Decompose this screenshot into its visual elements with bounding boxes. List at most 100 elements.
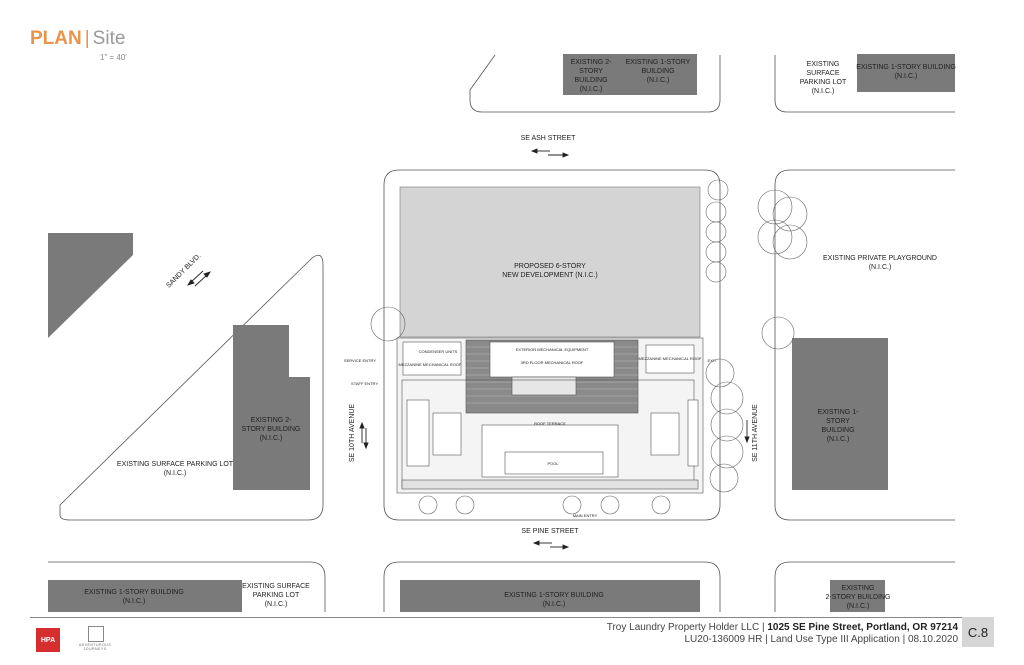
label-swpark-2: PARKING LOT xyxy=(253,592,300,599)
label-proposed-1: PROPOSED 6-STORY xyxy=(514,263,586,270)
drawing-shape xyxy=(650,412,680,456)
label-swpark-3: (N.I.C.) xyxy=(265,601,288,608)
building-icon xyxy=(88,626,104,642)
lbl-mezz-roof-e: MEZZANINE MECHANICAL ROOF xyxy=(639,356,703,361)
sheet-number: C.8 xyxy=(962,617,994,647)
label-n2-2: STORY xyxy=(579,68,603,75)
drawing-shape xyxy=(530,148,538,154)
label-n1-2: BUILDING xyxy=(641,68,674,75)
label-n2-1: EXISTING 2- xyxy=(571,59,613,66)
hpa-logo: HPA xyxy=(36,628,60,652)
building-e-1story xyxy=(792,338,888,490)
drawing-shape xyxy=(645,344,695,374)
label-sw1-2: (N.I.C.) xyxy=(123,598,146,605)
lbl-ext-mech: EXTERIOR MECHANICAL EQUIPMENT xyxy=(516,347,589,352)
label-swpark-1: EXISTING SURFACE xyxy=(242,583,310,590)
south-block-outline xyxy=(383,561,721,612)
drawing-shape xyxy=(710,408,744,442)
label-playground-1: EXISTING PRIVATE PLAYGROUND xyxy=(823,255,937,262)
drawing-shape xyxy=(772,224,808,260)
drawing-shape xyxy=(600,495,620,515)
label-ne1-1: EXISTING 1-STORY BUILDING xyxy=(856,64,956,71)
footer-owner: Troy Laundry Property Holder LLC | xyxy=(606,622,765,633)
lbl-main-entry: MAIN ENTRY xyxy=(573,513,598,518)
drawing-shape xyxy=(761,316,795,350)
north-block-outline xyxy=(469,54,721,113)
label-n1-1: EXISTING 1-STORY xyxy=(626,59,691,66)
drawing-shape xyxy=(705,241,727,263)
plan-title: PLAN|Site xyxy=(30,28,125,50)
drawing-shape xyxy=(203,271,212,278)
label-w2-3: (N.I.C.) xyxy=(260,435,283,442)
footer-rule xyxy=(30,617,965,618)
proposed-development xyxy=(399,186,701,338)
drawing-shape xyxy=(710,435,744,469)
drawing-shape xyxy=(772,196,808,232)
building-n-1story xyxy=(619,54,697,95)
drawing-shape xyxy=(363,442,369,450)
label-wpark-2: (N.I.C.) xyxy=(164,470,187,477)
street-ash: SE ASH STREET xyxy=(521,135,577,142)
lbl-exit: EXIT xyxy=(708,358,717,363)
title-separator: | xyxy=(84,28,90,49)
label-nepark-2: SURFACE xyxy=(806,70,839,77)
building-ne-1story xyxy=(857,54,955,92)
drawing-shape xyxy=(687,399,699,467)
street-10th: SE 10TH AVENUE xyxy=(349,404,356,463)
label-ne1-2: (N.I.C.) xyxy=(895,73,918,80)
drawing-shape xyxy=(562,152,570,158)
lbl-condenser: CONDENSER UNITS xyxy=(419,349,458,354)
drawing-shape xyxy=(705,358,735,388)
northeast-block-outline xyxy=(774,55,955,113)
label-playground-2: (N.I.C.) xyxy=(869,264,892,271)
site-plan-drawing: CONDENSER UNITS MEZZANINE MECHANICAL ROO… xyxy=(48,54,956,612)
drawing-shape xyxy=(709,463,739,493)
drawing-shape xyxy=(402,341,462,376)
drawing-shape xyxy=(418,495,438,515)
label-e1-4: (N.I.C.) xyxy=(827,436,850,443)
drawing-shape xyxy=(705,261,727,283)
building-n-2story xyxy=(563,54,619,95)
drawing-shape xyxy=(504,451,604,475)
street-11th: SE 11TH AVENUE xyxy=(752,404,759,462)
lbl-3rd-floor-roof: 3RD FLOOR MECHANICAL ROOF xyxy=(521,360,584,365)
site-plan-detail xyxy=(396,337,704,494)
lbl-staff-entry: STAFF ENTRY xyxy=(351,381,378,386)
drawing-shape xyxy=(370,306,406,342)
drawing-shape xyxy=(455,495,475,515)
lbl-pool: POOL xyxy=(547,461,559,466)
label-nepark-3: PARKING LOT xyxy=(800,79,847,86)
building-w-2story xyxy=(233,325,310,490)
scale-label: 1" = 40' xyxy=(100,53,127,62)
trees xyxy=(370,179,808,515)
building-se-2story xyxy=(830,580,885,612)
label-sw1-1: EXISTING 1-STORY BUILDING xyxy=(84,589,184,596)
drawing-shape xyxy=(532,540,540,546)
drawing-shape xyxy=(562,495,582,515)
southwest-block-outline xyxy=(48,561,326,612)
east-block-outline xyxy=(774,169,955,521)
site-word: Site xyxy=(92,28,126,49)
drawing-shape xyxy=(705,201,727,223)
label-s1-2: (N.I.C.) xyxy=(543,601,566,608)
label-se2-2: 2-STORY BUILDING xyxy=(826,594,891,601)
lbl-mezz-roof-w: MEZZANINE MECHANICAL ROOF xyxy=(399,362,463,367)
drawing-shape: EXISTING 2- STORY BUILDING (N.I.C.) EXIS… xyxy=(84,59,956,610)
label-proposed-2: NEW DEVELOPMENT (N.I.C.) xyxy=(502,272,598,279)
footer-application-line: LU20-136009 HR | Land Use Type III Appli… xyxy=(684,634,958,645)
southeast-block-outline xyxy=(774,561,955,612)
west-triangle-block xyxy=(59,254,324,521)
building-nw-wedge xyxy=(48,233,133,338)
label-n2-3: BUILDING xyxy=(574,77,607,84)
logo2-text: ADVENTUROUS JOURNEYS xyxy=(78,643,112,651)
street-pine: SE PINE STREET xyxy=(521,528,579,535)
label-w2-1: EXISTING 2- xyxy=(251,417,293,424)
plan-word: PLAN xyxy=(30,28,82,49)
drawing-shape xyxy=(757,219,793,255)
label-w2-2: STORY BUILDING xyxy=(242,426,301,433)
drawing-shape xyxy=(757,189,793,225)
site-block-outline xyxy=(383,169,721,521)
drawing-shape xyxy=(705,221,727,243)
label-e1-2: STORY xyxy=(826,418,850,425)
building-s-1story xyxy=(400,580,700,612)
